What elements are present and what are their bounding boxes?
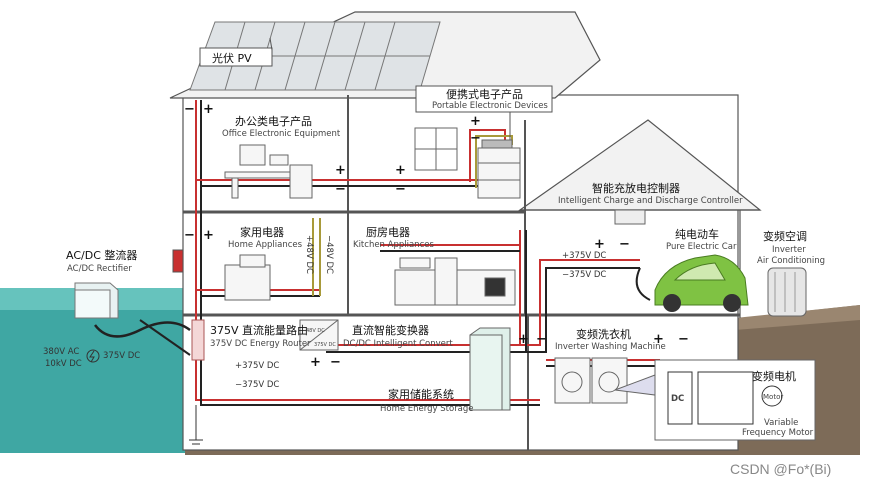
lightning-icon — [86, 349, 100, 363]
minus375-a: −375V DC — [562, 270, 606, 280]
motor-label-en1: Variable — [764, 418, 798, 428]
motor-label-cn: 变频电机 — [752, 369, 796, 383]
watermark: CSDN @Fo*(Bi) — [730, 461, 831, 477]
home-storage-cabinet — [469, 327, 511, 411]
ev-label-en: Pure Electric Car — [666, 242, 737, 252]
grid-dc-label: 375V DC — [103, 351, 140, 361]
sign-minus: − — [184, 102, 195, 117]
rectifier-label-cn: AC/DC 整流器 — [66, 248, 137, 262]
motor-inset — [614, 359, 816, 441]
rectifier-label-en: AC/DC Rectifier — [67, 264, 132, 274]
pv-label-box — [199, 47, 273, 67]
ev-label-cn: 纯电动车 — [675, 227, 719, 241]
storage-label-en: Home Energy Storage — [380, 404, 474, 414]
home-app-label-en: Home Appliances — [228, 240, 303, 250]
wires — [139, 100, 660, 406]
office-equipment — [224, 144, 313, 199]
pv-label: 光伏 PV — [212, 51, 252, 65]
dc-tag: DC — [671, 394, 684, 404]
kitchen-appliances — [394, 257, 516, 306]
v48-minus-label: −48V DC — [324, 235, 334, 274]
ac-label-cn: 变频空调 — [763, 229, 807, 243]
drawer-cabinet — [477, 139, 521, 199]
grid-ac-label1: 380V AC — [43, 347, 79, 357]
sign-plus: + — [594, 237, 605, 252]
ac-label-en1: Inverter — [772, 245, 806, 255]
motor-tag: Motor — [763, 393, 783, 401]
washing-machines — [554, 357, 628, 404]
ground-symbol — [189, 405, 203, 445]
sign-plus: + — [203, 228, 214, 243]
ground-top — [735, 305, 860, 330]
office-label-en: Office Electronic Equipment — [222, 129, 341, 139]
sign-plus: + — [310, 355, 321, 370]
dcdc-converter-box — [299, 319, 339, 351]
kitchen-label-en: Kitchen Appliances — [353, 240, 434, 250]
sign-plus: + — [335, 163, 346, 178]
v48-plus-label: +48V DC — [304, 235, 314, 274]
converter-label-cn: 直流智能变换器 — [352, 323, 429, 337]
router-box-label1: 48V DC — [306, 328, 325, 334]
charge-ctrl-label-en: Intelligent Charge and Discharge Control… — [558, 196, 743, 206]
energy-router-panel — [191, 319, 205, 361]
sign-plus: + — [203, 102, 214, 117]
router-box-label2: 375V DC — [314, 342, 336, 348]
sign-plus: + — [470, 114, 481, 129]
grid-cable — [94, 321, 191, 338]
ac-label-en2: Air Conditioning — [757, 256, 825, 266]
sign-plus: + — [518, 332, 529, 347]
sewing-machine — [224, 254, 271, 301]
sign-plus: + — [395, 163, 406, 178]
washer-label-en: Inverter Washing Machine — [555, 342, 666, 352]
minus375-b: −375V DC — [235, 380, 279, 390]
sign-minus: − — [395, 182, 406, 197]
sign-minus: − — [184, 228, 195, 243]
sign-minus: − — [678, 332, 689, 347]
kitchen-label-cn: 厨房电器 — [366, 226, 410, 239]
sign-minus: − — [330, 355, 341, 370]
charge-ctrl-label-cn: 智能充放电控制器 — [592, 181, 680, 195]
office-label-cn: 办公类电子产品 — [235, 114, 312, 128]
electric-car — [654, 254, 749, 312]
router-label-cn: 375V 直流能量路由 — [210, 323, 308, 337]
sign-plus: + — [653, 332, 664, 347]
sign-minus: − — [619, 237, 630, 252]
sign-minus: − — [470, 131, 481, 146]
router-label-en: 375V DC Energy Router — [210, 339, 311, 349]
wall-switch — [172, 249, 184, 273]
lightning-bolt — [89, 350, 95, 363]
sign-minus: − — [536, 332, 547, 347]
washer-label-cn: 变频洗衣机 — [576, 327, 631, 341]
home-app-label-cn: 家用电器 — [240, 225, 284, 239]
portable-label-en: Portable Electronic Devices — [432, 101, 548, 111]
portable-label-box — [415, 85, 553, 113]
motor-label-en2: Frequency Motor — [742, 428, 814, 438]
converter-label-en: DC/DC Intelligent Convert — [343, 339, 453, 349]
grid-ac-label2: 10kV DC — [45, 359, 82, 369]
sign-minus: − — [335, 182, 346, 197]
air-conditioner-unit — [767, 267, 807, 317]
portable-label-cn: 便携式电子产品 — [446, 87, 523, 101]
plus375-b: +375V DC — [235, 361, 279, 371]
storage-label-cn: 家用储能系统 — [388, 387, 454, 401]
charge-controller-box — [614, 209, 646, 225]
rectifier-unit — [74, 282, 119, 319]
plus375-a: +375V DC — [562, 251, 606, 261]
